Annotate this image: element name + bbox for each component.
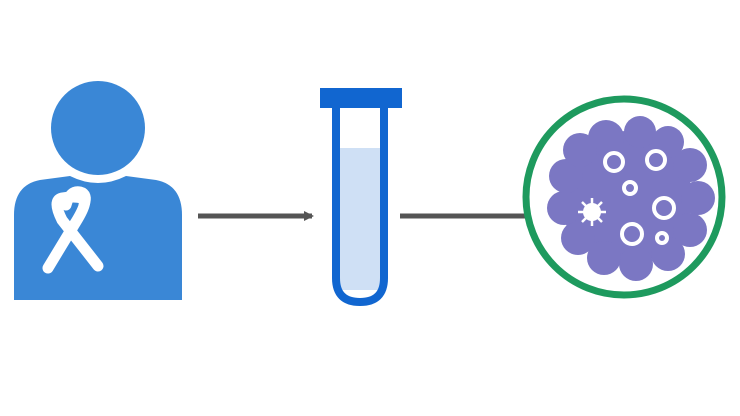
tube-outline [332, 108, 388, 307]
test-tube-icon [320, 88, 402, 307]
awareness-ribbon-icon [42, 186, 104, 274]
tube-cap [320, 88, 402, 108]
patient-with-awareness-ribbon-icon [14, 81, 182, 300]
cell-body [547, 116, 715, 281]
cell-organelles [603, 149, 676, 246]
virus-particle-icon [578, 198, 606, 226]
tube-liquid [336, 148, 384, 290]
petri-dish-cell-icon [522, 95, 726, 299]
